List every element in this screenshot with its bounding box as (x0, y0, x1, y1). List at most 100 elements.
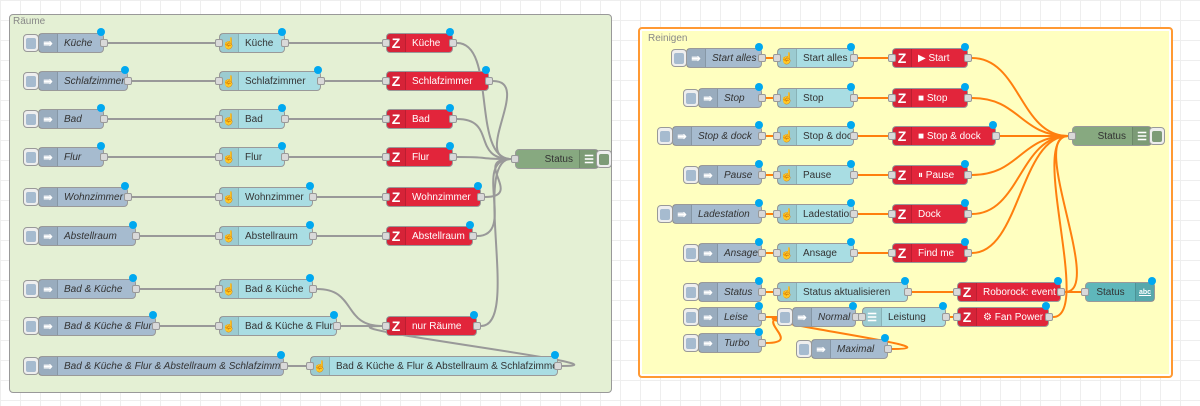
input-port[interactable] (1068, 132, 1076, 140)
inject-node[interactable]: ⇛Abstellraum (38, 221, 140, 246)
output-port[interactable] (554, 362, 562, 370)
inject-node[interactable]: ⇛Ansage (698, 238, 766, 263)
ui-button-node[interactable]: ☝Schlafzimmer (215, 66, 325, 91)
input-port[interactable] (773, 94, 781, 102)
output-port[interactable] (964, 171, 972, 179)
inject-node[interactable]: ⇛Bad & Küche & Flur (38, 311, 160, 336)
output-port[interactable] (758, 249, 766, 257)
inject-node[interactable]: ⇛Stop (698, 83, 766, 108)
input-port[interactable] (215, 285, 223, 293)
debug-node-status[interactable]: Status☰ (1068, 126, 1152, 146)
inject-trigger-button[interactable] (23, 148, 39, 166)
output-port[interactable] (281, 39, 289, 47)
roborock-action-node[interactable]: Z⏸ Pause (888, 160, 972, 185)
output-port[interactable] (485, 77, 493, 85)
output-port[interactable] (758, 339, 766, 347)
input-port[interactable] (888, 54, 896, 62)
inject-trigger-button[interactable] (23, 357, 39, 375)
output-port[interactable] (964, 54, 972, 62)
inject-node[interactable]: ⇛Normal (792, 302, 860, 327)
input-port[interactable] (773, 249, 781, 257)
inject-trigger-button[interactable] (671, 49, 687, 67)
input-port[interactable] (382, 153, 390, 161)
ui-button-node[interactable]: ☝Küche (215, 28, 289, 53)
output-port[interactable] (850, 54, 858, 62)
input-port[interactable] (773, 210, 781, 218)
inject-trigger-button[interactable] (23, 227, 39, 245)
input-port[interactable] (888, 94, 896, 102)
inject-trigger-button[interactable] (657, 205, 673, 223)
ui-button-node[interactable]: ☝Abstellraum (215, 221, 317, 246)
inject-trigger-button[interactable] (683, 308, 699, 326)
ui-button-node[interactable]: ☝Wohnzimmer (215, 182, 317, 207)
inject-trigger-button[interactable] (796, 340, 812, 358)
input-port[interactable] (1081, 288, 1089, 296)
input-port[interactable] (382, 232, 390, 240)
output-port[interactable] (758, 288, 766, 296)
output-port[interactable] (449, 39, 457, 47)
inject-trigger-button[interactable] (23, 110, 39, 128)
inject-node[interactable]: ⇛Leise (698, 302, 766, 327)
output-port[interactable] (449, 153, 457, 161)
input-port[interactable] (382, 115, 390, 123)
ui-button-node[interactable]: ☝Bad (215, 104, 289, 129)
inject-trigger-button[interactable] (23, 188, 39, 206)
ui-button-node[interactable]: ☝Flur (215, 142, 289, 167)
output-port[interactable] (964, 210, 972, 218)
inject-node[interactable]: ⇛Turbo (698, 328, 766, 353)
debug-toggle-button[interactable] (1149, 127, 1165, 145)
inject-trigger-button[interactable] (777, 308, 793, 326)
input-port[interactable] (215, 77, 223, 85)
output-port[interactable] (309, 193, 317, 201)
ui-button-node[interactable]: ☝Pause (773, 160, 858, 185)
inject-trigger-button[interactable] (683, 283, 699, 301)
ui-button-node[interactable]: ☝Bad & Küche & Flur & Abstellraum & Schl… (306, 351, 562, 376)
inject-trigger-button[interactable] (23, 34, 39, 52)
output-port[interactable] (758, 132, 766, 140)
inject-node[interactable]: ⇛Status (698, 277, 766, 302)
input-port[interactable] (888, 210, 896, 218)
output-port[interactable] (152, 322, 160, 330)
inject-trigger-button[interactable] (683, 89, 699, 107)
roborock-action-node[interactable]: Z■ Stop & dock (888, 121, 1000, 146)
ui-button-node[interactable]: ☝Stop (773, 83, 858, 108)
input-port[interactable] (382, 39, 390, 47)
input-port[interactable] (382, 193, 390, 201)
roborock-action-node[interactable]: Z⚙ Fan Power (953, 302, 1053, 327)
output-port[interactable] (100, 115, 108, 123)
input-port[interactable] (773, 54, 781, 62)
input-port[interactable] (306, 362, 314, 370)
inject-trigger-button[interactable] (683, 166, 699, 184)
output-port[interactable] (132, 285, 140, 293)
ui-button-node[interactable]: ☝Ladestation (773, 199, 858, 224)
inject-node[interactable]: ⇛Schlafzimmer (38, 66, 132, 91)
output-port[interactable] (758, 54, 766, 62)
output-port[interactable] (850, 210, 858, 218)
debug-toggle-button[interactable] (596, 150, 612, 168)
inject-node[interactable]: ⇛Flur (38, 142, 108, 167)
output-port[interactable] (280, 362, 288, 370)
input-port[interactable] (888, 171, 896, 179)
input-port[interactable] (215, 232, 223, 240)
input-port[interactable] (888, 249, 896, 257)
inject-node[interactable]: ⇛Küche (38, 28, 108, 53)
ui-button-node[interactable]: ☝Status aktualisieren (773, 277, 912, 302)
output-port[interactable] (281, 115, 289, 123)
output-port[interactable] (1045, 313, 1053, 321)
output-port[interactable] (850, 132, 858, 140)
output-port[interactable] (758, 94, 766, 102)
input-port[interactable] (511, 155, 519, 163)
roborock-action-node[interactable]: Z■ Stop (888, 83, 972, 108)
inject-node[interactable]: ⇛Wohnzimmer (38, 182, 132, 207)
debug-node-status[interactable]: Status☰ (511, 149, 599, 169)
input-port[interactable] (215, 322, 223, 330)
output-port[interactable] (124, 77, 132, 85)
output-port[interactable] (850, 249, 858, 257)
output-port[interactable] (964, 94, 972, 102)
output-port[interactable] (309, 285, 317, 293)
